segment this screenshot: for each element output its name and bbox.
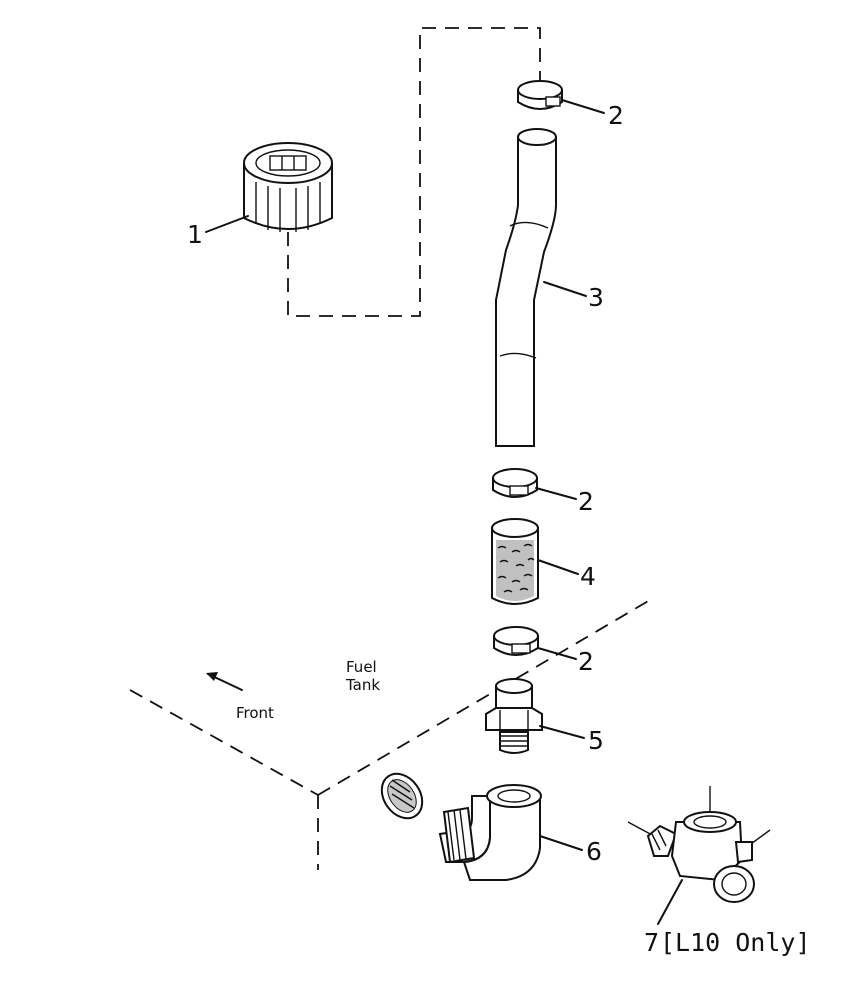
leader-1 bbox=[205, 215, 249, 233]
fuel-hose bbox=[495, 128, 557, 447]
callout-6: 6 bbox=[586, 837, 602, 866]
leader-5 bbox=[539, 725, 585, 739]
callout-3: 3 bbox=[588, 283, 604, 312]
fuel-tank-outline bbox=[129, 599, 651, 870]
adapter-fitting bbox=[485, 678, 543, 754]
connector-line bbox=[287, 27, 541, 317]
leader-7 bbox=[657, 879, 683, 925]
leader-6 bbox=[539, 835, 583, 851]
callout-2-top: 2 bbox=[608, 101, 624, 130]
leader-2-mid bbox=[535, 487, 577, 500]
callout-2-low: 2 bbox=[578, 647, 594, 676]
callout-4: 4 bbox=[580, 562, 596, 591]
tee-fitting bbox=[627, 786, 771, 903]
filler-cap bbox=[243, 142, 333, 232]
callout-7: 7 bbox=[644, 928, 659, 957]
front-arrow-icon bbox=[206, 672, 243, 691]
callout-2-mid: 2 bbox=[578, 487, 594, 516]
front-label: Front bbox=[236, 704, 274, 722]
leader-2-top bbox=[561, 99, 605, 114]
elbow-fitting bbox=[438, 784, 542, 881]
tank-label: Tank bbox=[345, 676, 380, 694]
hose-clamp-middle bbox=[492, 468, 538, 498]
leader-2-low bbox=[537, 647, 577, 660]
fuel-label: Fuel bbox=[346, 658, 377, 676]
callout-1: 1 bbox=[187, 220, 203, 249]
filter-element bbox=[491, 518, 539, 605]
hose-clamp-lower bbox=[493, 626, 539, 656]
leader-3 bbox=[543, 281, 587, 297]
hose-clamp-top bbox=[517, 80, 563, 110]
tee-note: [L10 Only] bbox=[660, 928, 811, 957]
callout-5: 5 bbox=[588, 726, 604, 755]
strainer-screen bbox=[380, 772, 424, 820]
leader-4 bbox=[537, 559, 579, 575]
